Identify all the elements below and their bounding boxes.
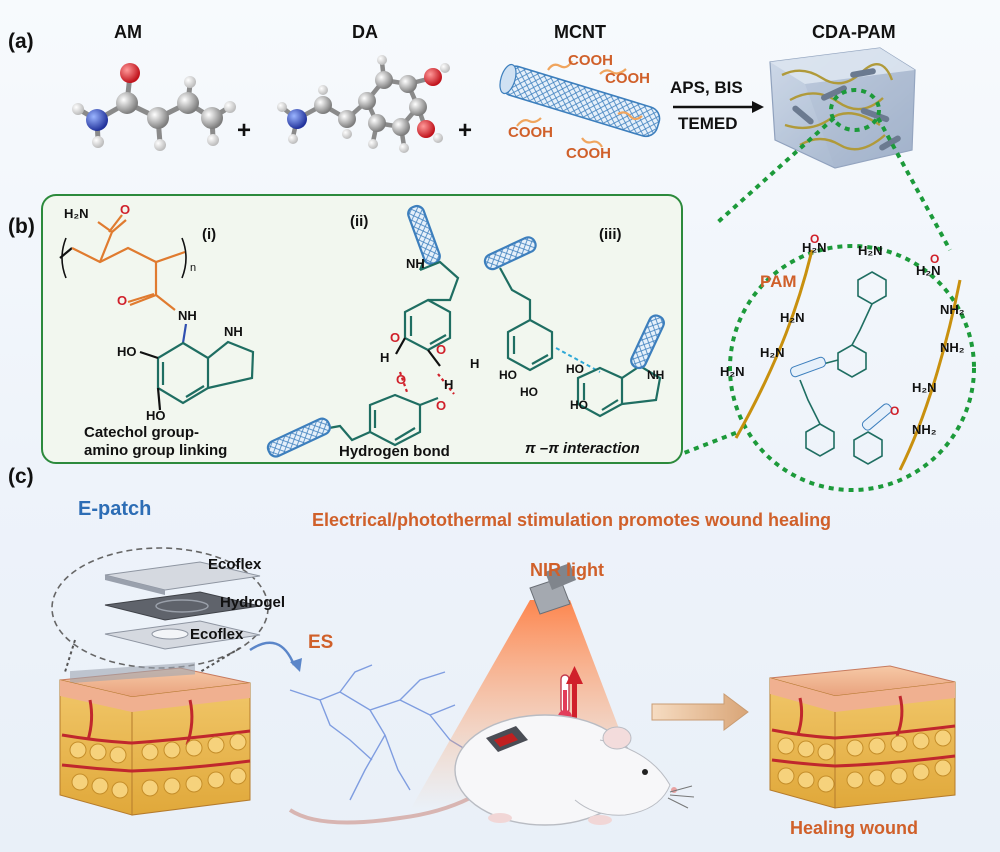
epatch-layers [104,561,261,650]
healing-wound-label: Healing wound [790,818,918,838]
mouse-illustration [288,714,695,826]
molecule-label-mcnt: MCNT [554,22,606,42]
network-schematic [734,249,962,471]
layer-label-hydrogel: Hydrogel [220,594,286,611]
reaction-condition-bottom: TEMED [678,114,738,133]
cooh-label-2: COOH [605,70,650,87]
structure-iii-skeleton [483,236,665,418]
layer-label-ecoflex-top: Ecoflex [208,556,262,573]
b-label-ii: (ii) [350,213,369,230]
panel-b-box [41,194,683,464]
b-i-nh: NH [178,308,197,323]
b-iii-ho-3: HO [570,398,588,412]
molecule-label-cda-pam: CDA-PAM [812,22,896,42]
network-amide-6: H₂N [720,364,745,379]
network-amide-3: H₂N [916,263,941,278]
nir-light-label: NIR light [530,560,604,580]
network-amide-4: H₂N [780,310,805,325]
am-atoms [72,63,236,151]
panel-label-c: (c) [8,465,34,488]
b-ii-oxygen-4: O [436,398,447,413]
temperature-up-arrow [566,666,583,720]
b-i-n-subscript: n [190,262,197,274]
network-oxygen-1: O [810,232,820,246]
molecule-label-da: DA [352,22,378,42]
mcnt-nanotube [499,60,661,148]
panel-c-headline: Electrical/photothermal stimulation prom… [312,510,832,530]
b-ii-oxygen-2: O [436,342,447,357]
b-iii-nh: NH [647,368,665,382]
network-oxygen-3: O [890,404,900,418]
caption-iii: π –π interaction [525,440,640,457]
da-atoms [277,55,450,153]
b-ii-h-3: H [444,377,454,392]
electric-stimulation-lightning [289,664,471,801]
nir-lamp [529,563,576,615]
caption-ii: Hydrogen bond [339,443,450,460]
structure-ii-skeleton [266,204,460,458]
b-ii-oxygen-1: O [390,330,401,345]
network-amide-1: H₂N [802,240,827,255]
cda-pam-hydrogel-block [769,47,916,169]
skin-block-right [769,665,956,809]
panel-label-b: (b) [8,215,35,238]
es-curved-arrow [249,641,296,666]
network-amide-7: NH₂ [940,302,965,317]
network-amide-10: NH₂ [912,422,937,437]
structure-i-skeleton [59,214,255,411]
network-amide-8: NH₂ [940,340,965,355]
b-label-i: (i) [202,226,217,243]
cooh-label-4: COOH [566,145,611,162]
network-amide-2: H₂N [858,243,883,258]
reaction-arrow [673,101,764,113]
panel-label-a: (a) [8,30,34,53]
skin-block-left [59,662,251,816]
progress-arrow [651,693,749,731]
b-label-iii: (iii) [599,226,622,243]
es-label: ES [308,632,334,653]
plus-sign-2: + [458,117,473,144]
network-pam-label: PAM [760,272,797,291]
b-ii-h-2: H [470,356,480,371]
zoom-line-right [199,647,241,673]
b-i-ring-nh: NH [224,324,243,339]
b-i-ho-1: HO [117,344,137,359]
b-iii-ho-1: HO [499,368,517,382]
b-i-ho-2: HO [146,408,166,423]
cooh-label-1: COOH [568,52,613,69]
b-i-h2n: H₂N [64,206,89,221]
b-i-oxygen-1: O [120,202,131,217]
caption-i-line1: Catechol group- [84,424,199,441]
network-amide-5: H₂N [760,345,785,360]
b-ii-nh: NH [406,256,425,271]
plus-sign-1: + [237,117,252,144]
cooh-label-3: COOH [508,124,553,141]
b-iii-ho-2: HO [520,385,538,399]
b-ii-oxygen-3: O [396,372,407,387]
epatch-title: E-patch [78,498,152,520]
layer-label-ecoflex-bottom: Ecoflex [190,626,244,643]
network-oxygen-2: O [930,252,940,266]
network-amide-9: H₂N [912,380,937,395]
b-ii-h-1: H [380,350,390,365]
b-i-oxygen-2: O [117,293,128,308]
caption-i-line2: amino group linking [84,442,228,459]
reaction-condition-top: APS, BIS [670,78,743,97]
molecule-label-am: AM [114,22,142,42]
b-iii-ho-4: HO [566,362,584,376]
